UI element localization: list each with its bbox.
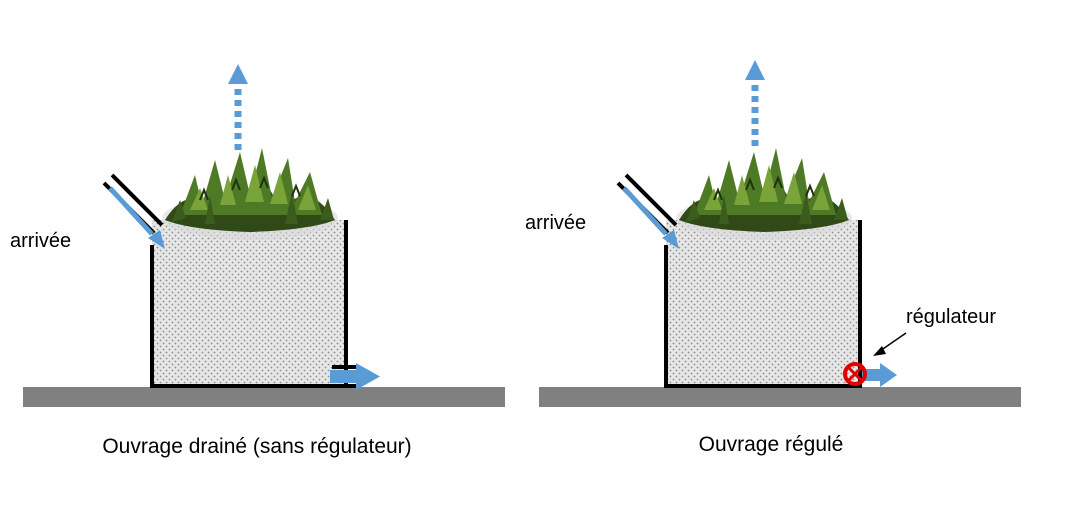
left-panel: arrivée Ouvrage drainé (sans régulateur) [10, 64, 505, 458]
right-ground [539, 387, 1021, 407]
left-caption: Ouvrage drainé (sans régulateur) [102, 435, 411, 458]
right-regulator-label: régulateur [906, 306, 996, 328]
right-inflow-label: arrivée [525, 212, 586, 234]
left-dotted-up-arrow-icon [228, 64, 248, 150]
left-inflow-arrow-icon [108, 186, 165, 249]
right-regulator-pointer [873, 332, 907, 356]
right-panel: arrivée régulateur Ouvrage régulé [525, 60, 1021, 456]
left-soil-media [152, 220, 346, 387]
left-structure-walls [150, 220, 348, 388]
right-dotted-up-arrow-icon [745, 60, 765, 146]
right-regulator-valve-icon [843, 362, 867, 386]
right-outflow-arrow-icon [862, 363, 897, 387]
left-outflow-arrow-icon [330, 363, 380, 390]
right-plant-foliage-icon [675, 147, 853, 241]
left-ground [23, 387, 505, 407]
right-inflow-arrow-icon [622, 186, 679, 249]
left-outlet-pipe [332, 365, 356, 388]
right-structure-walls [664, 220, 862, 388]
left-plant-foliage-icon [161, 147, 339, 241]
right-caption: Ouvrage régulé [699, 433, 844, 456]
right-soil-media [666, 220, 860, 387]
left-inflow-label: arrivée [10, 230, 71, 252]
